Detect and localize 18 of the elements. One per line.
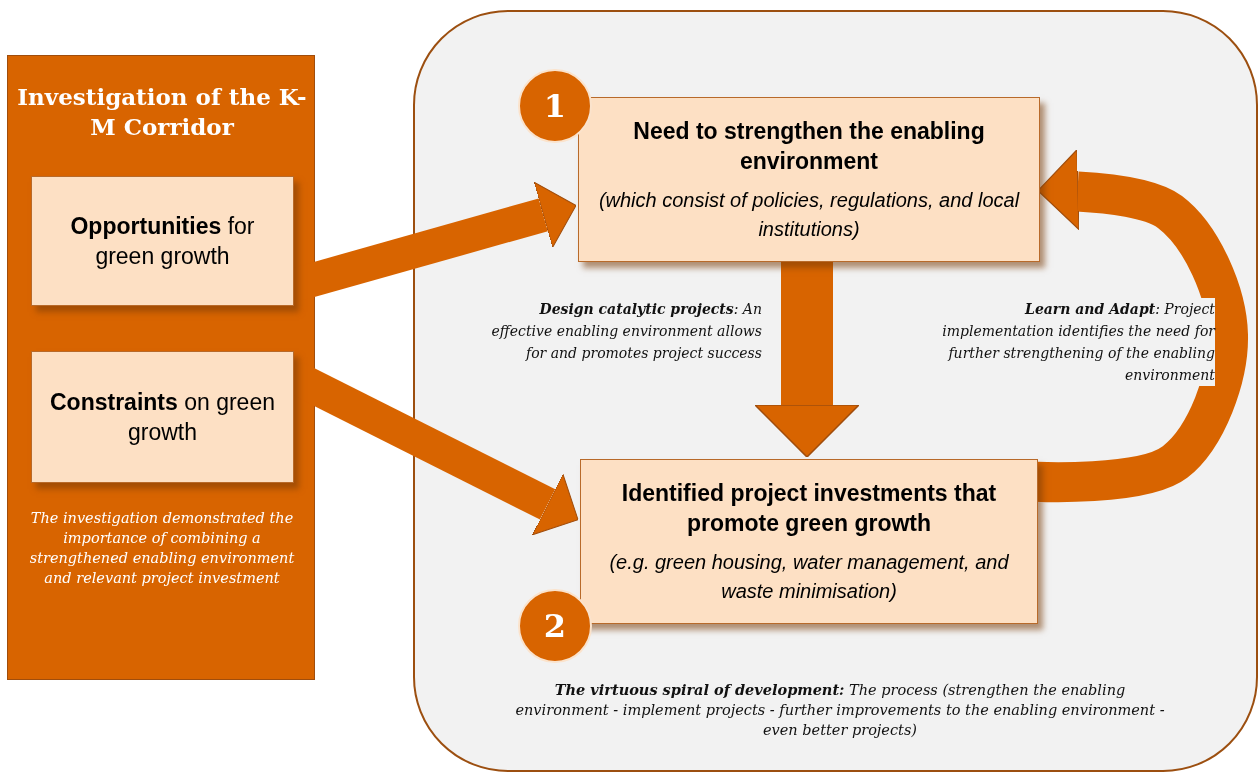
process-box (31, 176, 294, 306)
box-heading: Identified project investments that promote green growth (620, 478, 998, 538)
process-box (580, 459, 1038, 624)
panel-note: The investigation demonstrated the importance of combining a strengthened enabling environment and relevant project investment (28, 509, 296, 588)
box-note: (e.g. green housing, water management, and waste minimisation) (608, 549, 1010, 604)
block-arrow (754, 260, 860, 458)
curved-arrow (1035, 149, 1248, 503)
box-text: Opportunities for green growth (69, 212, 256, 271)
investigation-panel (7, 55, 315, 680)
process-box (31, 351, 294, 483)
caption-text: The virtuous spiral of development: The process (strengthen the enabling environment - implement projects - further improvements to the enabling environment - even better projects) (515, 680, 1165, 740)
step-number: 2 (543, 607, 567, 645)
step-number: 1 (543, 87, 567, 125)
box-heading: Need to strengthen the enabling environment (632, 116, 986, 176)
panel-heading: Investigation of the K-M Corridor (16, 82, 308, 142)
box-note: (which consist of policies, regulations, and local institutions) (597, 187, 1021, 242)
process-box (578, 97, 1040, 262)
box-text: Constraints on green growth (49, 388, 276, 447)
